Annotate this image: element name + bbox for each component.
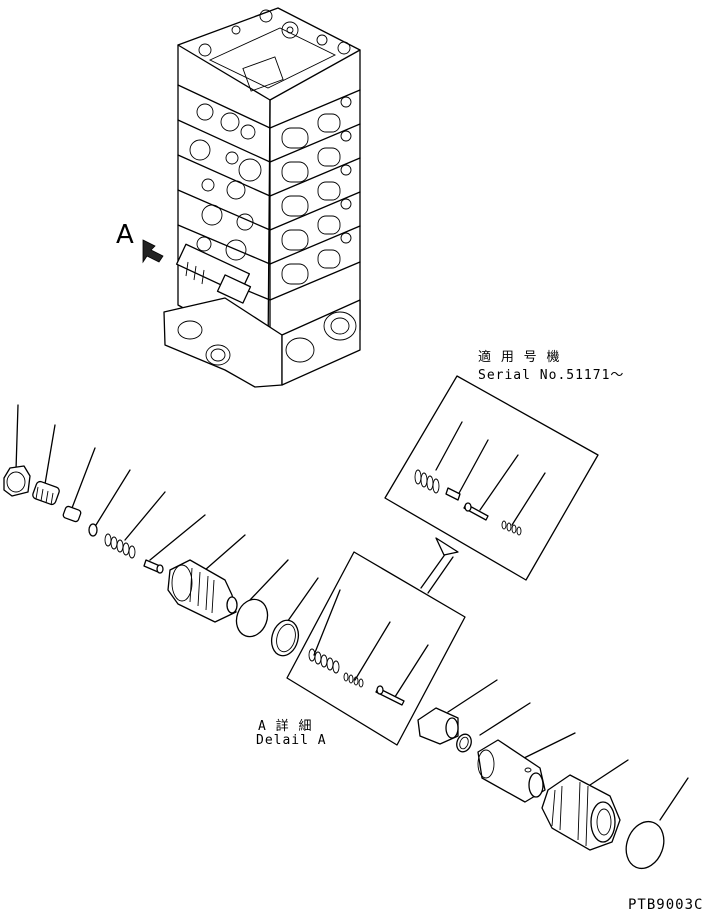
serial-small-spring [501, 520, 522, 536]
view-a-arrow [142, 239, 164, 264]
detail-label-en: Delail A [256, 733, 327, 748]
part-cover-disc [625, 820, 665, 870]
view-a-label: A [116, 220, 134, 250]
serial-box [384, 375, 599, 581]
part-valve-housing [541, 774, 621, 851]
part-spring [104, 533, 136, 559]
part-backup-ring [235, 598, 269, 638]
part-sleeve [417, 707, 459, 745]
serial-label-jp: 適 用 号 機 [478, 350, 561, 365]
part-plug [62, 505, 82, 523]
part-piston [477, 739, 546, 803]
detail-pin [375, 685, 405, 706]
serial-poppet [445, 487, 461, 501]
part-main-valve [167, 559, 238, 623]
part-seal-ring [270, 619, 300, 657]
serial-spring [414, 469, 440, 494]
serial-label-en: Serial No.51171～ [478, 368, 625, 383]
part-screw [32, 480, 60, 506]
part-ring-small [456, 733, 472, 753]
serial-pin [463, 502, 489, 521]
control-valve-body [163, 7, 361, 388]
detail-label-jp: A 詳 細 [258, 719, 313, 734]
arrow-to-serial-box [420, 537, 459, 594]
detail-small-spring [343, 672, 364, 688]
drawing-code: PTB9003C [628, 897, 704, 913]
part-poppet [143, 559, 164, 574]
detail-a-box [286, 551, 466, 746]
detail-spring [308, 648, 340, 674]
part-o-ring-small [88, 523, 98, 537]
exploded-parts [3, 404, 689, 870]
